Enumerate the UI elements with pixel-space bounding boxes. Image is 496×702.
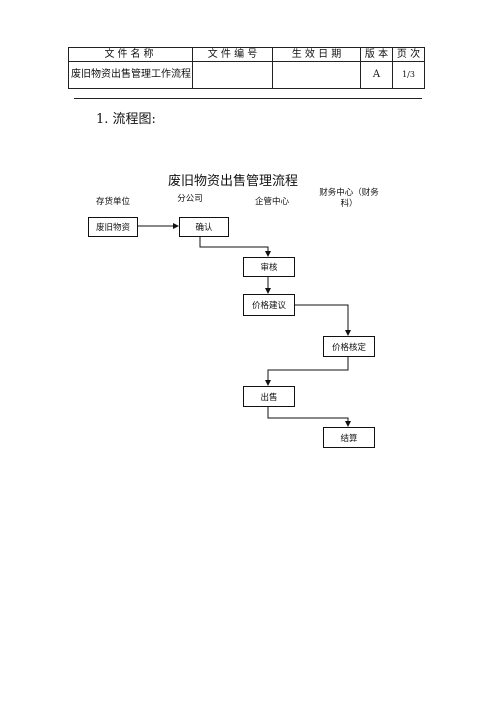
lane-label-inventory-unit: 存货单位 bbox=[95, 197, 130, 207]
step-confirm: 确认 bbox=[179, 217, 229, 237]
header-value-page: 1/3 bbox=[392, 61, 425, 89]
step-settlement: 结算 bbox=[323, 427, 375, 448]
arrow-sale-to-settlement bbox=[267, 407, 351, 427]
step-waste-materials: 废旧物资 bbox=[88, 217, 138, 237]
lane-label-management-center: 企管中心 bbox=[254, 197, 289, 207]
header-value-file-name: 废旧物资出售管理工作流程 bbox=[68, 61, 193, 89]
section-heading: 1. 流程图: bbox=[96, 112, 156, 127]
document-header-table: 文件名称 文 件 编 号 生 效 日 期 版 本 页 次 废旧物资出售管理工作流… bbox=[68, 47, 425, 89]
arrow-approve-to-sale bbox=[265, 357, 349, 386]
header-divider bbox=[74, 98, 422, 99]
arrow-suggest-to-price-approve bbox=[295, 304, 351, 336]
lane-label-finance-center: 财务中心（财务科） bbox=[319, 188, 379, 209]
arrow-confirm-to-review bbox=[199, 237, 271, 257]
flowchart-title: 废旧物资出售管理流程 bbox=[168, 174, 299, 189]
step-review: 审核 bbox=[243, 257, 295, 277]
step-price-suggestion: 价格建议 bbox=[243, 294, 295, 316]
step-price-approval: 价格核定 bbox=[323, 336, 375, 357]
lane-label-branch: 分公司 bbox=[177, 194, 203, 204]
step-sale: 出售 bbox=[243, 386, 295, 407]
